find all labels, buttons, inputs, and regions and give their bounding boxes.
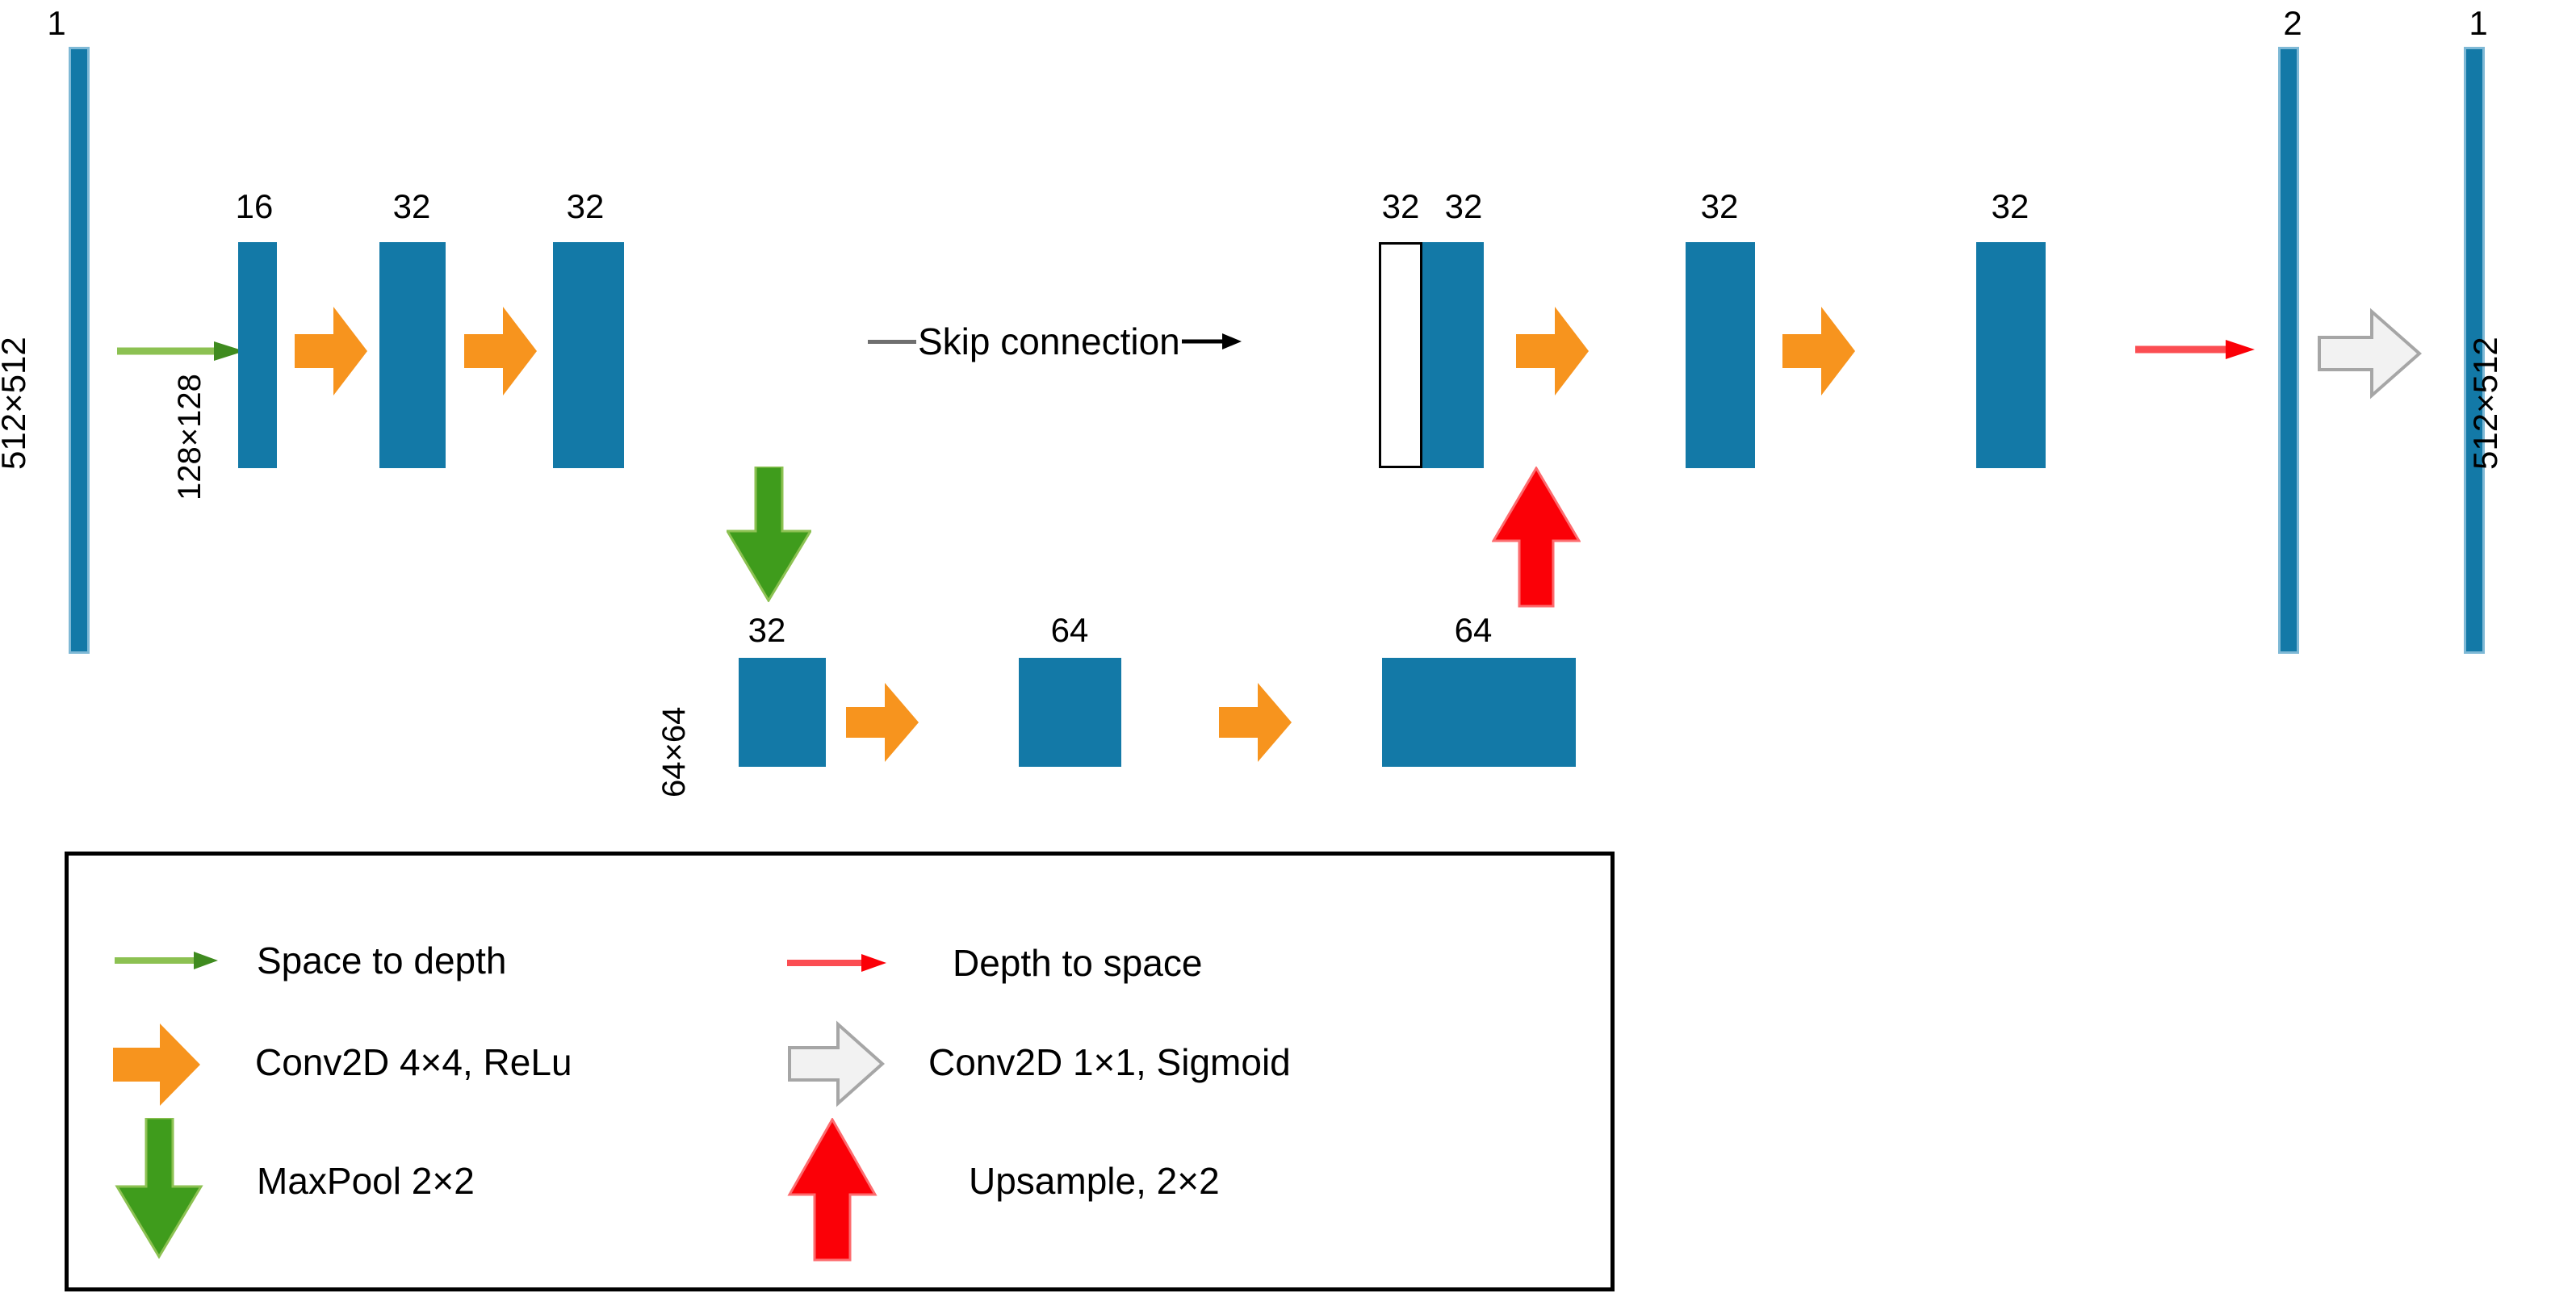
skip-connection-arrow-icon [1181,330,1242,353]
conv-arrow-icon-6 [1782,299,1855,404]
bottleneck-block-3-channels-label: 64 [1454,611,1493,649]
conv-arrow-icon-4 [1219,678,1292,767]
skip-connection-line [868,339,916,344]
output-channels-label: 1 [2469,4,2488,42]
decoder-block-1 [1686,242,1755,468]
encoder-block-1 [238,242,277,468]
legend-label-upsample: Upsample, 2×2 [969,1160,1220,1202]
upsample-arrow-icon [1492,467,1581,608]
pre-output-channels-label: 2 [2283,4,2302,42]
decoder-block-1-channels-label: 32 [1700,187,1739,225]
skip-connection: Skip connection [868,323,1242,360]
encoder-block-1-channels-label: 16 [235,187,274,225]
conv-arrow-icon-5 [1516,299,1589,404]
input-resolution-label: 512×512 [0,337,32,470]
legend-conv-arrow-icon [113,1019,202,1111]
concat-up-channels-label: 32 [1444,187,1483,225]
bottleneck-block-1-channels-label: 32 [748,611,786,649]
bottleneck-block-2-channels-label: 64 [1050,611,1089,649]
conv-arrow-icon-1 [295,299,367,404]
legend-label-space-to-depth: Space to depth [257,940,507,981]
legend-space-to-depth-arrow-icon [115,948,220,973]
legend-label-maxpool: MaxPool 2×2 [257,1160,475,1202]
bottleneck-block-1 [739,658,826,767]
legend-label-depth-to-space: Depth to space [953,942,1203,984]
bottleneck-block-3 [1382,658,1576,767]
space-to-depth-arrow-icon [117,339,246,363]
skip-connection-label: Skip connection [918,320,1180,362]
encoder-top-resolution-label: 128×128 [172,374,207,500]
pre-output-feature-block [2278,47,2299,654]
bottleneck-block-2 [1019,658,1121,767]
legend-label-conv2d-1x1: Conv2D 1×1, Sigmoid [928,1041,1291,1083]
input-channels-label: 1 [47,4,66,42]
output-resolution-label: 512×512 [2466,337,2504,470]
legend-maxpool-arrow-icon [115,1118,203,1259]
encoder-block-2 [379,242,446,468]
maxpool-arrow-icon [727,467,811,602]
encoder-block-3 [553,242,624,468]
conv-arrow-icon-2 [464,299,537,404]
decoder-block-2 [1976,242,2046,468]
legend-depth-to-space-arrow-icon [787,951,888,975]
encoder-block-2-channels-label: 32 [392,187,431,225]
encoder-block-3-channels-label: 32 [566,187,605,225]
input-feature-block [69,47,90,654]
sigmoid-arrow-icon [2317,305,2422,402]
legend-upsample-arrow-icon [787,1118,878,1262]
output-feature-block [2464,47,2485,654]
decoder-block-2-channels-label: 32 [1991,187,2029,225]
conv-arrow-icon-3 [846,678,919,767]
legend-label-conv2d-4x4: Conv2D 4×4, ReLu [255,1041,572,1083]
concat-skip-channels-label: 32 [1381,187,1420,225]
bottleneck-resolution-label: 64×64 [656,706,692,797]
concat-skip-half [1379,242,1422,468]
concat-upsampled-half [1422,242,1484,468]
depth-to-space-arrow-icon [2135,337,2256,362]
legend-sigmoid-arrow-icon [787,1019,886,1109]
